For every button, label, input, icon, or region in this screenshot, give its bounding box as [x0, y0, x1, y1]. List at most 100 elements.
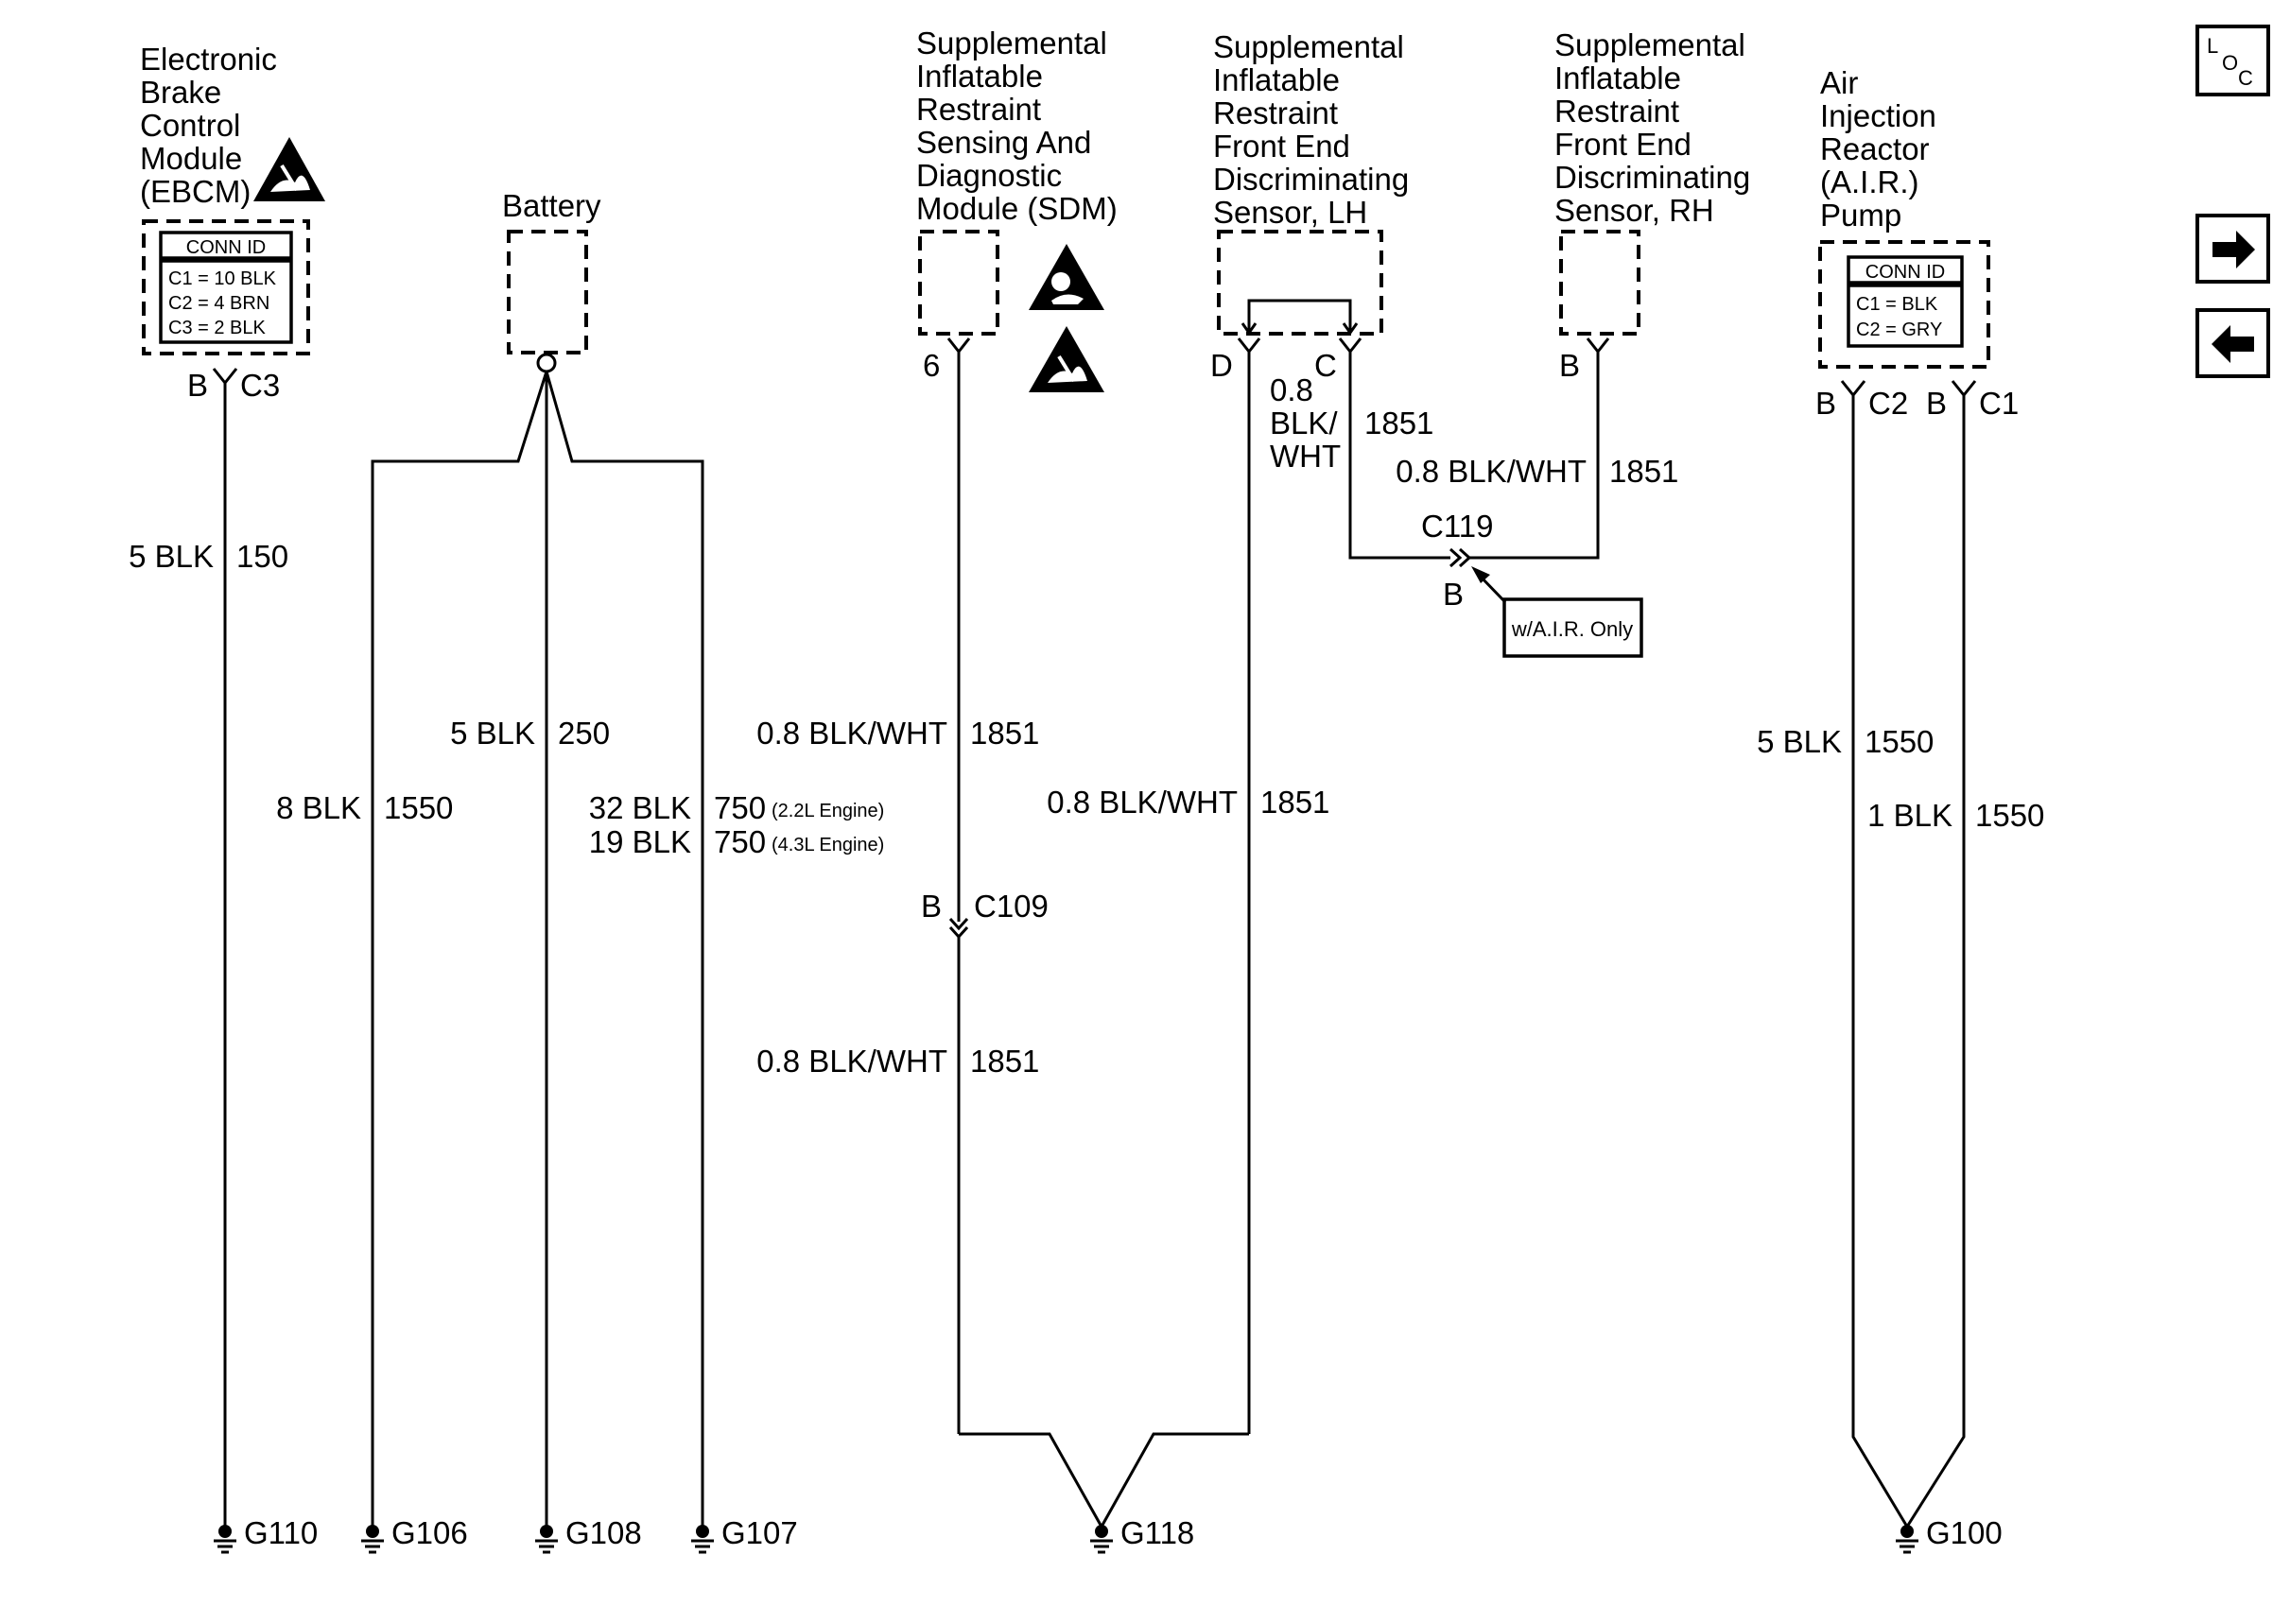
- sensor-rh-name-line-2: Inflatable: [1554, 60, 1681, 95]
- sensor-rh-name-line-1: Supplemental: [1554, 27, 1745, 62]
- air-pump-outline: [1818, 240, 1990, 369]
- battery-terminal: [536, 353, 557, 373]
- wire-rh-b: [1469, 352, 1600, 560]
- ground-g106: G106: [361, 1515, 468, 1554]
- esd-warning-icon: [253, 137, 325, 201]
- back-button[interactable]: [2195, 308, 2270, 378]
- sensor-lh-internal-jumper: [1247, 299, 1352, 331]
- air-pump-name-line-1: Air: [1820, 65, 1858, 100]
- wire-bat-g108-circuit: 250: [558, 716, 610, 751]
- battery-outline: [507, 230, 588, 354]
- wire-rh-b-circuit: 1851: [1609, 454, 1678, 489]
- ebcm-conn-label: C3: [240, 368, 280, 403]
- wire-bat-g107-b-size-color: 19 BLK: [589, 824, 691, 859]
- ebcm-conn-id-table: [159, 231, 293, 344]
- sensor-lh-name-line-1: Supplemental: [1213, 29, 1404, 64]
- ebcm-conn-row-2: C2 = 4 BRN: [168, 293, 269, 314]
- ebcm-conn-row-1: C1 = 10 BLK: [168, 268, 277, 289]
- arrow-right-icon: [2212, 231, 2255, 268]
- sensor-rh-name-line-6: Sensor, RH: [1554, 193, 1714, 228]
- g118-merge: [959, 1432, 1249, 1530]
- sensor-lh-pin-c-label: C: [1314, 348, 1337, 383]
- airbag-warning-icon: [1029, 244, 1104, 310]
- location-button-o: O: [2222, 51, 2238, 75]
- wire-rh-b-size-color: 0.8 BLK/WHT: [1396, 454, 1587, 489]
- wire-sdm-upper-size-color: 0.8 BLK/WHT: [756, 716, 947, 751]
- wire-sdm-lower-circuit: 1851: [970, 1044, 1039, 1079]
- sensor-rh-component: Supplemental Inflatable Restraint Front …: [1554, 27, 1750, 383]
- sensor-rh-name-line-4: Front End: [1554, 127, 1692, 162]
- location-button[interactable]: L O C: [2195, 25, 2270, 96]
- air-pump-conn2-label: C1: [1979, 386, 2019, 421]
- air-pump-conn-row-2: C2 = GRY: [1856, 320, 1942, 340]
- arrow-left-icon: [2212, 325, 2254, 363]
- wire-sdm-lower-size-color: 0.8 BLK/WHT: [756, 1044, 947, 1079]
- sdm-name-line-2: Inflatable: [916, 59, 1043, 94]
- sensor-rh-pin-terminal: [1586, 337, 1610, 354]
- sdm-pin-terminal: [946, 337, 971, 354]
- ebcm-pin-label: B: [187, 368, 208, 403]
- connector-c119-pin: B: [1443, 577, 1464, 612]
- sdm-pin-label: 6: [923, 348, 940, 383]
- connector-c119-id: C119: [1421, 509, 1493, 544]
- ground-g100-label: G100: [1926, 1515, 2003, 1550]
- air-pump-c2-terminal: [1840, 380, 1866, 398]
- wire-air-c1: [1905, 395, 1966, 1528]
- wire-bat-g107-a-size-color: 32 BLK: [589, 790, 691, 825]
- location-button-c: C: [2238, 66, 2253, 90]
- ebcm-name-line-3: Control: [140, 108, 240, 143]
- sensor-lh-name-line-5: Discriminating: [1213, 162, 1409, 197]
- connector-c109-id: C109: [974, 889, 1049, 924]
- wire-bat-g106-size-color: 8 BLK: [276, 790, 361, 825]
- air-pump-pin2-label: B: [1926, 386, 1947, 421]
- battery-name: Battery: [502, 188, 601, 223]
- ground-g107: G107: [691, 1515, 798, 1554]
- ground-g100: G100: [1896, 1515, 2003, 1554]
- ebcm-name-line-2: Brake: [140, 75, 221, 110]
- sensor-rh-name-line-5: Discriminating: [1554, 160, 1750, 195]
- connector-c119: C119 B w/A.I.R. Only: [1421, 509, 1643, 658]
- wire-sdm-upper-circuit: 1851: [970, 716, 1039, 751]
- wire-ebcm-size-color: 5 BLK: [129, 539, 214, 574]
- sdm-name-line-6: Module (SDM): [916, 191, 1118, 226]
- air-pump-name-line-5: Pump: [1820, 198, 1901, 233]
- sdm-name-line-5: Diagnostic: [916, 158, 1062, 193]
- wire-lh-d-circuit: 1851: [1260, 785, 1329, 820]
- air-pump-conn-id-title: CONN ID: [1865, 262, 1945, 283]
- wire-air-c1-size-color: 1 BLK: [1867, 798, 1952, 833]
- ebcm-conn-row-3: C3 = 2 BLK: [168, 318, 267, 338]
- connector-c119-note-box: [1502, 597, 1643, 658]
- air-pump-conn-row-1: C1 = BLK: [1856, 294, 1938, 315]
- air-pump-component: Air Injection Reactor (A.I.R.) Pump CONN…: [1815, 65, 2019, 421]
- air-pump-name-line-2: Injection: [1820, 98, 1936, 133]
- sensor-lh-name-line-2: Inflatable: [1213, 62, 1340, 97]
- sdm-module-outline: [918, 230, 999, 336]
- sensor-lh-pin-d-label: D: [1210, 348, 1233, 383]
- ebcm-pin-terminal: [212, 368, 238, 386]
- battery-splice-right: [545, 371, 704, 1527]
- location-button-l: L: [2207, 34, 2218, 58]
- air-pump-pin1-label: B: [1815, 386, 1836, 421]
- sdm-name-line-4: Sensing And: [916, 125, 1091, 160]
- wire-air-c2-circuit: 1550: [1865, 724, 1934, 759]
- ground-g108: G108: [535, 1515, 642, 1554]
- wire-bat-g107-a-note: (2.2L Engine): [772, 801, 884, 821]
- sensor-lh-pin-c-terminal: [1338, 337, 1362, 354]
- sensor-lh-outline: [1217, 230, 1383, 336]
- air-pump-conn1-label: C2: [1868, 386, 1908, 421]
- ground-g110: G110: [214, 1515, 318, 1554]
- wire-ebcm-circuit: 150: [236, 539, 288, 574]
- ebcm-name-line-4: Module: [140, 141, 242, 176]
- wire-lh-c: [1348, 352, 1450, 560]
- forward-button[interactable]: [2195, 214, 2270, 284]
- wire-lh-d-size-color: 0.8 BLK/WHT: [1047, 785, 1238, 820]
- connector-c109-pin: B: [921, 889, 942, 924]
- sensor-lh-name-line-4: Front End: [1213, 129, 1350, 164]
- battery-splice-left: [371, 371, 548, 1527]
- air-pump-name-line-4: (A.I.R.): [1820, 164, 1919, 199]
- ground-g106-label: G106: [391, 1515, 468, 1550]
- wire-lh-c-size-line-2: BLK/: [1270, 406, 1338, 441]
- sdm-name-line-1: Supplemental: [916, 26, 1107, 60]
- wire-lh-c-size-line-1: 0.8: [1270, 372, 1313, 407]
